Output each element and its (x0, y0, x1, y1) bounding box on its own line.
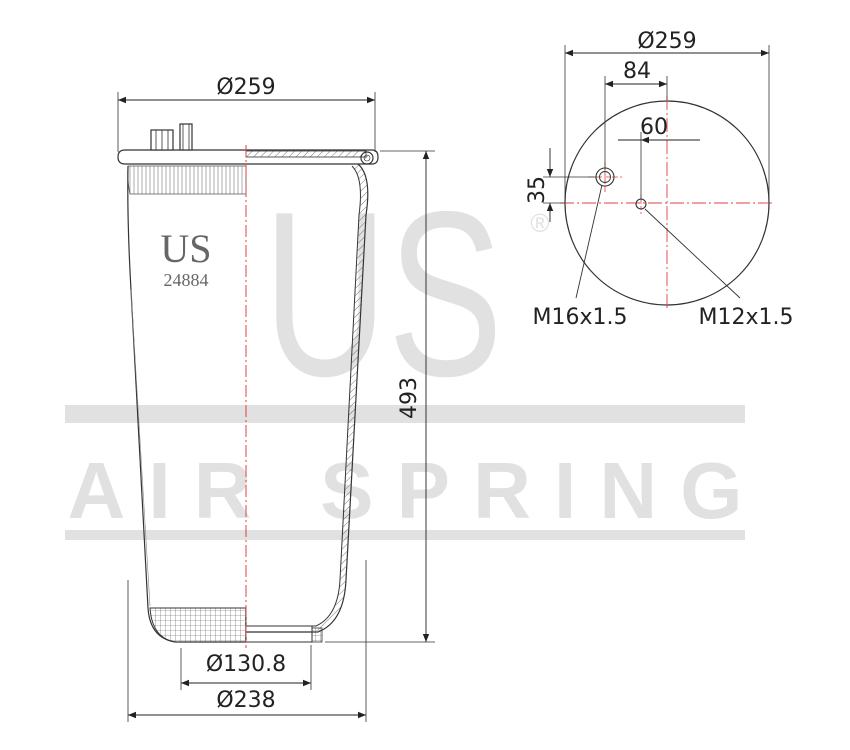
large-stud-hole-inner (599, 171, 611, 183)
watermark-registered-mark: ® (530, 208, 549, 238)
small-stud (179, 123, 193, 151)
watermark-bar-top (65, 405, 745, 423)
dim-offset-60: 60 (640, 115, 668, 140)
dim-piston-diameter: Ø130.8 (206, 652, 286, 677)
piston-section (149, 607, 247, 643)
body-part-number: 24884 (164, 270, 209, 290)
bellows-wall-hatch (316, 164, 368, 632)
leader-large-stud (575, 184, 603, 299)
watermark-logo: US (263, 162, 503, 425)
top-view: Ø259 84 60 35 M16x1.5 M12x1.5 (525, 29, 793, 330)
bellows-outline-left-inner (130, 289, 151, 607)
large-stud (150, 129, 174, 151)
bead-plate (117, 149, 379, 165)
piston-bottom-bolt (311, 627, 323, 643)
side-view-dimensions: Ø259 493 Ø130.8 Ø238 (117, 75, 435, 722)
dim-offset-84: 84 (623, 59, 651, 84)
label-small-stud: M12x1.5 (699, 305, 794, 330)
dim-offset-35: 35 (525, 176, 550, 204)
dim-bottom-diameter: Ø238 (216, 688, 275, 713)
bead-plate-section (245, 150, 367, 158)
leader-small-stud (644, 208, 741, 299)
rib-band (127, 165, 247, 195)
body-brand-logo: US (160, 226, 211, 271)
watermark: US ® AIR SPRING (65, 162, 745, 540)
dim-top-view-diameter: Ø259 (637, 29, 696, 54)
bead-roll (360, 151, 374, 165)
label-large-stud: M16x1.5 (533, 305, 628, 330)
side-view: US 24884 (117, 123, 379, 648)
piston-bottom-plate (245, 625, 313, 643)
watermark-bar-bottom (65, 530, 745, 540)
dim-top-diameter: Ø259 (216, 75, 275, 100)
dim-height: 493 (397, 377, 422, 419)
watermark-caption: AIR SPRING (68, 446, 743, 535)
bead-roll-inner (363, 154, 371, 162)
